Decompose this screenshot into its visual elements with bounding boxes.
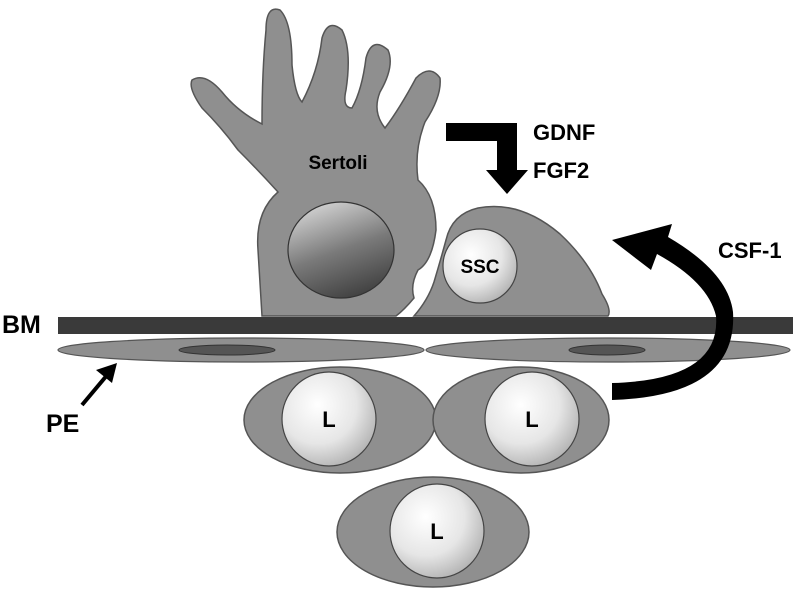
pe-arrow-head [96,363,117,383]
gdnf-fgf2-arrow [446,123,528,194]
gdnf-label: GDNF [533,120,595,145]
leydig-label-left: L [322,407,335,432]
leydig-cell-bottom: L [336,476,530,588]
leydig-cell-right: L [432,366,610,474]
ssc-nucleus [442,228,518,304]
peritubular-nucleus-right [568,344,646,356]
ssc-label: SSC [460,257,499,278]
leydig-label-bottom: L [430,519,443,544]
bm-label: BM [2,311,41,339]
sertoli-nucleus [287,201,395,299]
csf1-label: CSF-1 [718,238,782,263]
leydig-nucleus-right [484,371,580,467]
basement-membrane [58,317,793,334]
pe-arrow-shaft [80,372,110,407]
peritubular-nucleus-left [178,344,276,356]
peritubular-cells [57,337,791,363]
sertoli-label: Sertoli [308,153,367,174]
leydig-nucleus-left [281,371,377,467]
fgf2-label: FGF2 [533,158,589,183]
leydig-nucleus-bottom [389,483,485,579]
pe-label: PE [46,410,79,438]
csf1-arrow [612,224,734,400]
leydig-cell-left: L [243,366,437,474]
leydig-label-right: L [525,407,538,432]
ssc-cell: SSC [412,205,610,317]
sertoli-cell: Sertoli [190,8,441,317]
